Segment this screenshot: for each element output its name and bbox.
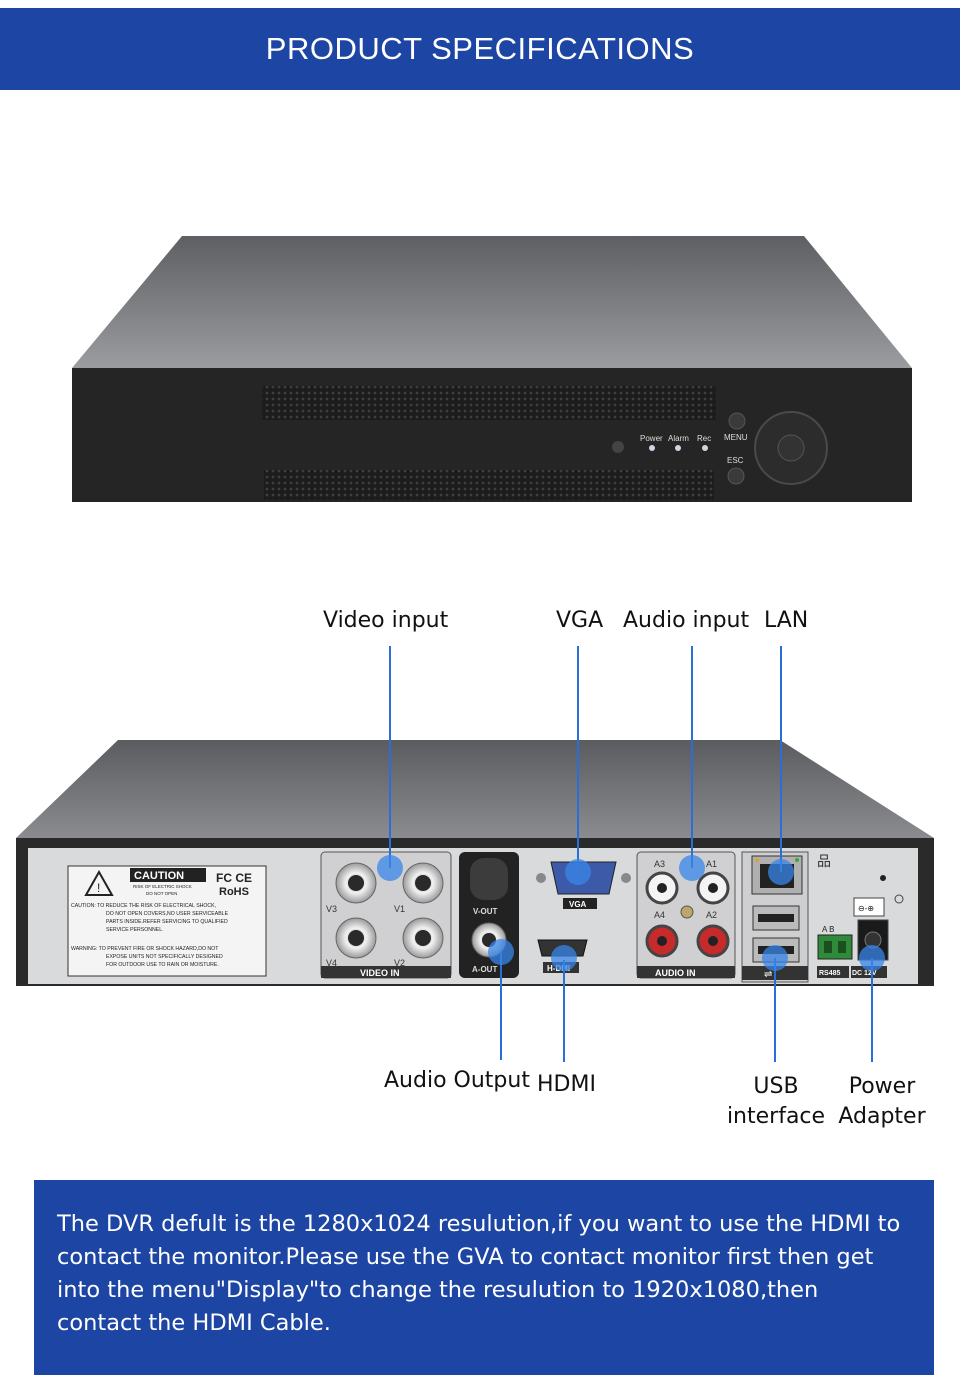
rs485-label: RS485 [819, 970, 841, 977]
rs485-terminal [817, 934, 853, 960]
marker-audio-input [679, 855, 705, 881]
rs485-pins: A B [822, 925, 834, 934]
vga-label: VGA [569, 900, 587, 909]
svg-text:!: ! [97, 881, 100, 895]
ground-terminal-icon [894, 894, 904, 904]
svg-text:WARNING: TO PREVENT FIRE OR SH: WARNING: TO PREVENT FIRE OR SHOCK HAZARD… [71, 946, 219, 952]
dpad-center [777, 434, 805, 462]
dvr-rear-view: ! CAUTION RISK OF ELECTRIC SHOCK DO NOT … [16, 646, 934, 1062]
svg-text:DO NOT OPEN COVERS,NO USER SER: DO NOT OPEN COVERS,NO USER SERVICEABLE [106, 911, 229, 917]
dvr-front-view: Power Alarm Rec MENU ESC [72, 236, 912, 502]
vout-label: V-OUT [473, 907, 498, 916]
marker-vga [565, 859, 591, 885]
status-indicators: Power Alarm Rec [640, 434, 711, 451]
svg-text:V2: V2 [394, 958, 405, 968]
network-symbol-icon: 品 [817, 853, 831, 869]
caution-label: ! CAUTION RISK OF ELECTRIC SHOCK DO NOT … [67, 865, 267, 977]
ground-screw-icon [680, 905, 694, 919]
svg-text:A1: A1 [706, 859, 717, 869]
menu-button[interactable] [728, 412, 746, 430]
audio-in-block: A3 A1 A4 A2 AUDIO IN [636, 851, 736, 979]
indicator-label-alarm: Alarm [668, 434, 689, 443]
callout-hdmi: HDMI [537, 1072, 596, 1097]
caution-do-not-open: DO NOT OPEN [146, 891, 177, 896]
callout-power-adapter: Power Adapter [838, 1074, 926, 1129]
caution-title: CAUTION [134, 870, 184, 882]
marker-hdmi [551, 945, 577, 971]
svg-text:V3: V3 [326, 904, 337, 914]
rohs-mark: RoHS [219, 886, 249, 898]
aout-label: A-OUT [472, 965, 497, 974]
warning-triangle-icon [84, 869, 114, 896]
note-line: into the menu"Display"to change the resu… [57, 1277, 819, 1303]
marker-usb [762, 945, 788, 971]
esc-button[interactable] [727, 467, 745, 485]
svg-text:V4: V4 [326, 958, 337, 968]
svg-text:A2: A2 [706, 910, 717, 920]
resolution-note: The DVR defult is the 1280x1024 resuluti… [34, 1180, 934, 1375]
menu-label: MENU [724, 433, 748, 442]
callout-usb-interface: USB interface [726, 1074, 826, 1129]
dc-label: DC 12V [852, 970, 877, 977]
caution-risk: RISK OF ELECTRIC SHOCK [133, 884, 192, 889]
callout-audio-input: Audio input [623, 608, 750, 633]
callout-video-input: Video input [323, 608, 449, 633]
svg-text:FOR OUTDOOR USE TO RAIN OR MOI: FOR OUTDOOR USE TO RAIN OR MOISTURE. [106, 962, 219, 968]
svg-text:V1: V1 [394, 904, 405, 914]
rs485-dc-block: 品 ⊖-⊕ A B RS485 DC 12V [817, 853, 904, 978]
callout-vga: VGA [556, 608, 604, 633]
callout-lan: LAN [764, 608, 809, 633]
rear-top-lid [16, 740, 934, 838]
dvr-top-lid [72, 236, 912, 368]
ir-sensor-icon [612, 441, 624, 453]
svg-text:CAUTION: TO REDUCE THE RISK OF: CAUTION: TO REDUCE THE RISK OF ELECTRICA… [71, 903, 216, 909]
svg-text:PARTS INSIDE.REFER SERVICING T: PARTS INSIDE.REFER SERVICING TO QUALIFIE… [106, 919, 228, 925]
alarm-led [675, 445, 681, 451]
callout-markers [377, 855, 885, 971]
callout-lines [389, 646, 873, 1062]
audio-in-label: AUDIO IN [655, 968, 696, 978]
compliance-marks: FC CE [216, 871, 252, 885]
note-line: contact the monitor.Please use the GVA t… [57, 1244, 874, 1270]
indicator-label-power: Power [640, 434, 663, 443]
reset-hole [880, 875, 886, 881]
front-vent-lower [264, 470, 714, 500]
svg-text:A4: A4 [654, 910, 665, 920]
svg-text:SERVICE PERSONNEL.: SERVICE PERSONNEL. [106, 927, 164, 933]
esc-label: ESC [727, 456, 744, 465]
page-header: PRODUCT SPECIFICATIONS [0, 8, 960, 90]
marker-video-input [377, 855, 403, 881]
rec-led [702, 445, 708, 451]
svg-text:⊖-⊕: ⊖-⊕ [858, 904, 874, 913]
note-line: contact the HDMI Cable. [57, 1310, 331, 1336]
power-led [649, 445, 655, 451]
front-vent-upper [262, 386, 716, 420]
video-in-label: VIDEO IN [360, 968, 400, 978]
note-line: The DVR defult is the 1280x1024 resuluti… [57, 1211, 901, 1237]
callout-audio-output: Audio Output [384, 1068, 530, 1093]
marker-audio-output [488, 939, 514, 965]
indicator-label-rec: Rec [697, 434, 711, 443]
page-title: PRODUCT SPECIFICATIONS [265, 31, 695, 66]
marker-power [859, 945, 885, 971]
video-in-block: V3 V1 V4 V2 VIDEO IN [320, 851, 452, 979]
svg-text:A3: A3 [654, 859, 665, 869]
usb-symbol-icon: ⇌ [764, 969, 772, 980]
svg-text:EXPOSE UNITS NOT SPECIFICALLY: EXPOSE UNITS NOT SPECIFICALLY DESIGNED [106, 954, 223, 960]
marker-lan [768, 859, 794, 885]
